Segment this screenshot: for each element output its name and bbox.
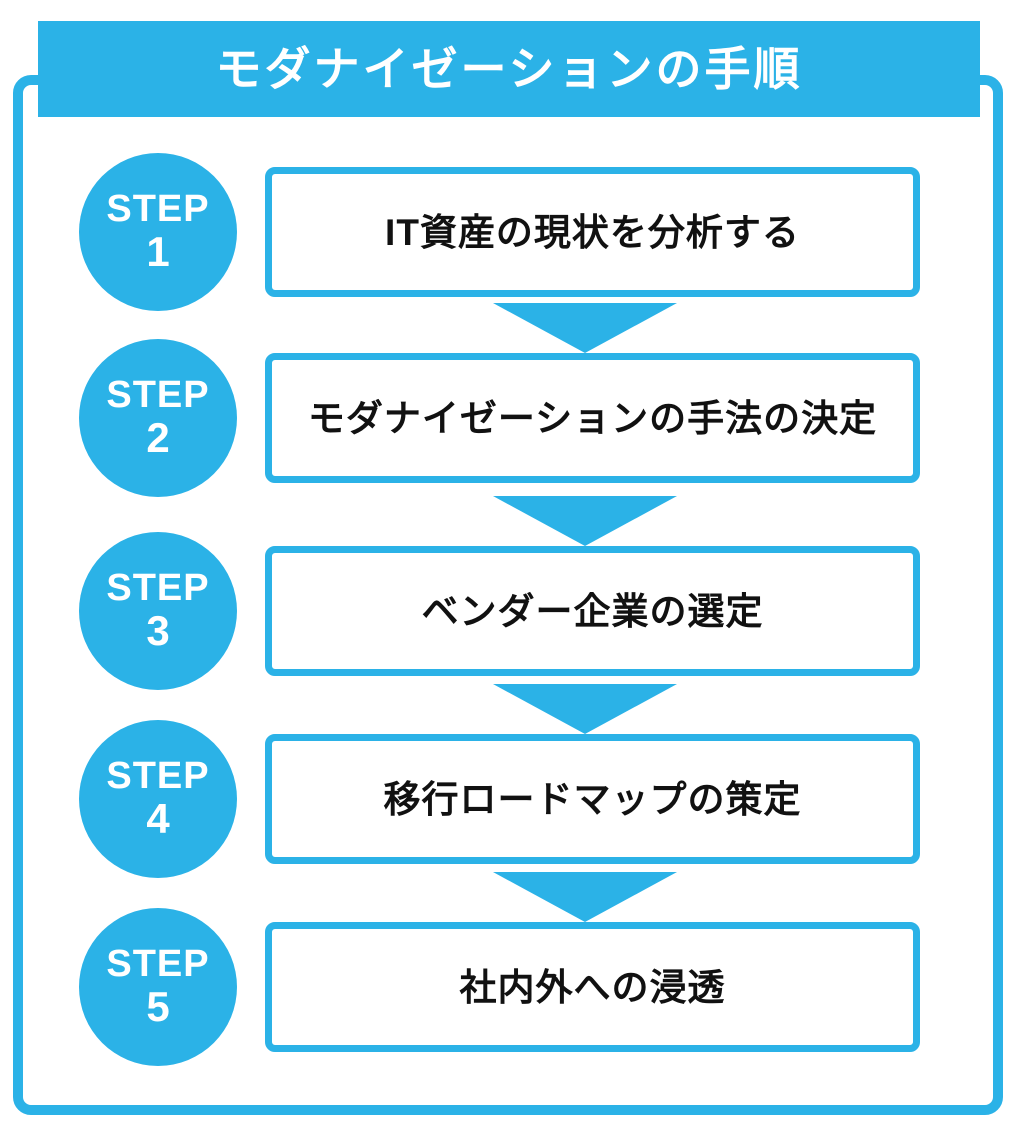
down-arrow-icon	[493, 872, 677, 922]
down-arrow-icon	[493, 496, 677, 546]
step-5-label: 社内外への浸透	[459, 966, 726, 1008]
step-1-badge: STEP 1	[79, 153, 237, 311]
step-1-label: IT資産の現状を分析する	[385, 211, 800, 253]
step-4-label: 移行ロードマップの策定	[383, 778, 802, 820]
step-2-label: モダナイゼーションの手法の決定	[307, 397, 878, 439]
step-1-badge-number: 1	[146, 227, 170, 275]
step-1-badge-label: STEP	[106, 188, 210, 230]
page-title: モダナイゼーションの手順	[215, 43, 803, 95]
step-3-box: ベンダー企業の選定	[265, 546, 920, 676]
step-3-badge: STEP 3	[79, 532, 237, 690]
step-4-box: 移行ロードマップの策定	[265, 734, 920, 864]
step-3-badge-number: 3	[146, 606, 170, 654]
step-3-label: ベンダー企業の選定	[421, 590, 764, 632]
step-1-box: IT資産の現状を分析する	[265, 167, 920, 297]
down-arrow-icon	[493, 303, 677, 353]
step-5-badge-label: STEP	[106, 943, 210, 985]
step-5-box: 社内外への浸透	[265, 922, 920, 1052]
step-5-badge: STEP 5	[79, 908, 237, 1066]
step-2-box: モダナイゼーションの手法の決定	[265, 353, 920, 483]
step-4-badge-number: 4	[146, 794, 170, 842]
step-4-badge-label: STEP	[106, 755, 210, 797]
step-5-badge-number: 5	[146, 982, 170, 1030]
step-4-badge: STEP 4	[79, 720, 237, 878]
step-2-badge: STEP 2	[79, 339, 237, 497]
step-3-badge-label: STEP	[106, 567, 210, 609]
step-2-badge-label: STEP	[106, 374, 210, 416]
down-arrow-icon	[493, 684, 677, 734]
title-banner: モダナイゼーションの手順	[38, 21, 980, 117]
step-2-badge-number: 2	[146, 413, 170, 461]
